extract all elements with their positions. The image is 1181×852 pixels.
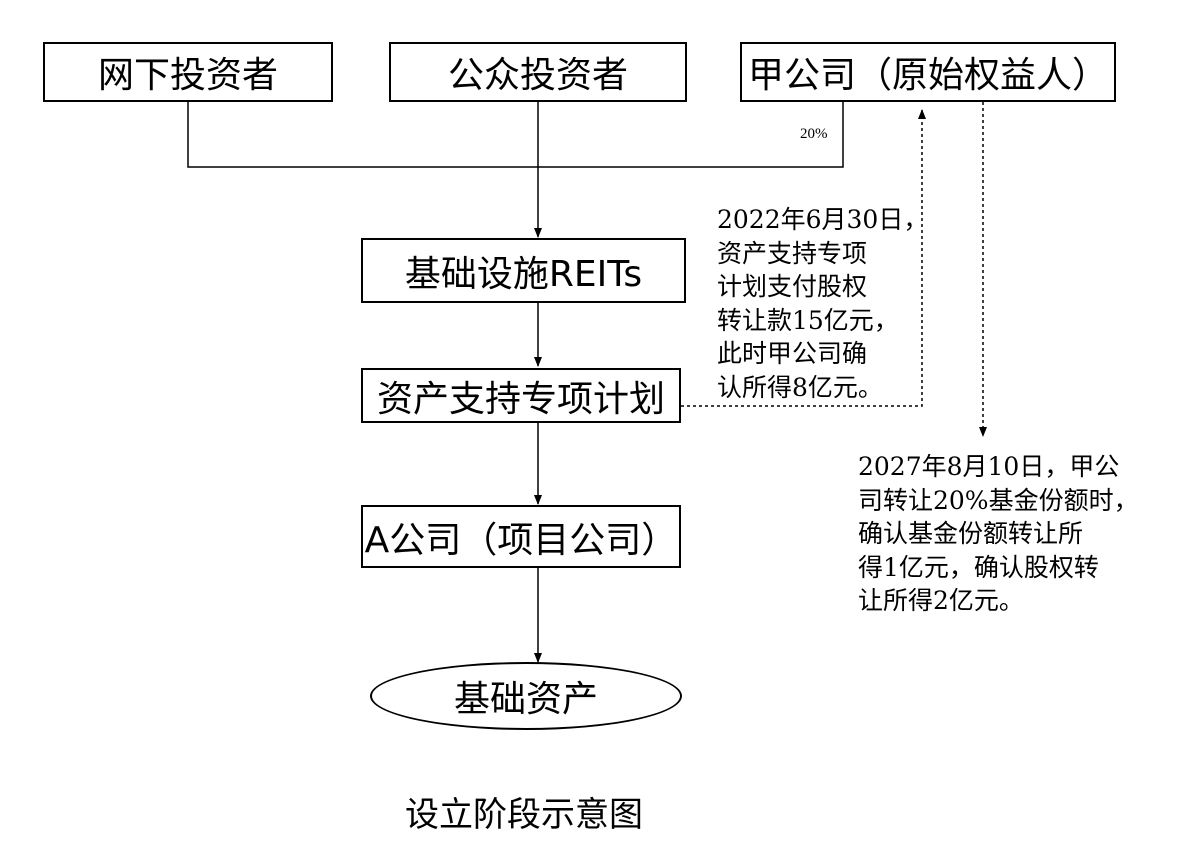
note-2027-transfer: 2027年8月10日，甲公 司转让20%基金份额时， 确认基金份额转让所 得1亿… (858, 452, 1139, 615)
dotted-payment-line (681, 109, 926, 407)
node-offline-investors: 网下投资者 (43, 42, 333, 102)
node-reits: 基础设施REITs (361, 238, 686, 303)
node-abs-plan: 资产支持专项计划 (361, 368, 681, 423)
node-company-a: A公司（项目公司） (361, 505, 681, 568)
note-2022-payment: 2022年6月30日， 资产支持专项 计划支付股权 转让款15亿元， 此时甲公司… (717, 205, 929, 402)
merge-line (187, 100, 844, 168)
node-company-jia: 甲公司（原始权益人） (740, 42, 1116, 102)
diagram-caption: 设立阶段示意图 (405, 795, 643, 835)
node-public-investors: 公众投资者 (389, 42, 687, 102)
percentage-label: 20% (800, 126, 828, 142)
node-underlying-assets: 基础资产 (370, 662, 682, 730)
